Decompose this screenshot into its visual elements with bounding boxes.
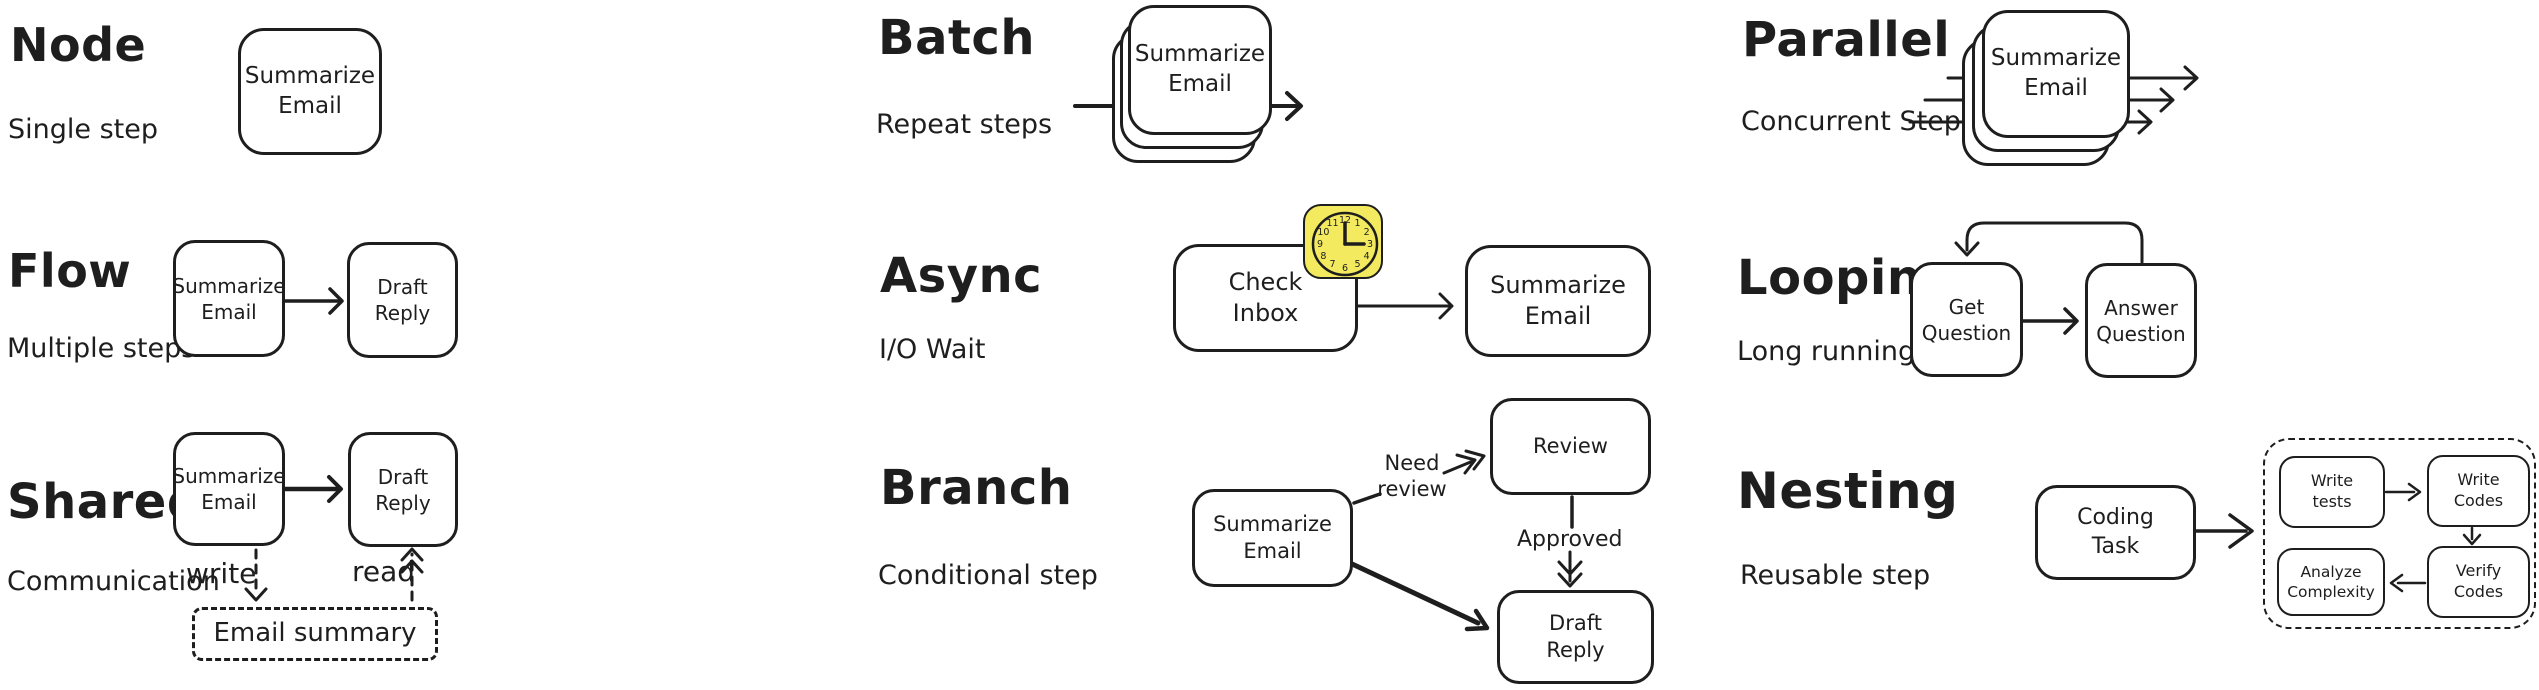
pattern-title-branch: Branch — [880, 460, 1073, 516]
shared-read-label: read — [352, 555, 416, 588]
branch-need-review-arrow — [1352, 449, 1486, 505]
clock-number: 8 — [1320, 251, 1326, 262]
clock-icon: 12 1 2 3 4 5 6 7 8 9 10 11 — [1303, 204, 1383, 279]
async-arrow — [1356, 292, 1454, 320]
branch-box-summarize-email: Summarize Email — [1192, 489, 1353, 587]
pattern-title-node: Node — [10, 18, 147, 72]
nesting-arrow — [2194, 513, 2254, 549]
nesting-box-write-tests: Write tests — [2279, 456, 2385, 528]
clock-number: 5 — [1354, 259, 1360, 270]
pattern-subtitle-batch: Repeat steps — [876, 109, 1053, 140]
clock-number: 3 — [1367, 239, 1373, 250]
pattern-subtitle-flow: Multiple steps — [7, 333, 196, 364]
shared-write-label: write — [186, 557, 257, 590]
parallel-box-summarize-email: Summarize Email — [1982, 10, 2130, 138]
pattern-subtitle-node: Single step — [8, 114, 158, 145]
pattern-subtitle-async: I/O Wait — [879, 334, 986, 365]
nesting-box-analyze-complexity: Analyze Complexity — [2277, 548, 2385, 616]
branch-direct-arrow — [1347, 560, 1490, 632]
pattern-title-batch: Batch — [878, 10, 1036, 66]
clock-number: 4 — [1364, 251, 1370, 262]
clock-number: 9 — [1317, 239, 1323, 250]
clock-number: 10 — [1317, 227, 1329, 238]
flow-box-summarize-email: Summarize Email — [172, 240, 286, 357]
flow-box-draft-reply: Draft Reply — [347, 242, 458, 358]
pattern-title-async: Async — [880, 248, 1043, 304]
pattern-subtitle-shared: Communication — [7, 566, 220, 597]
looping-box-get-question: Get Question — [1910, 262, 2023, 377]
pattern-title-shared: Shared — [7, 474, 202, 530]
branch-approved-label: Approved — [1517, 527, 1623, 552]
clock-number: 7 — [1329, 259, 1335, 270]
clock-number: 12 — [1339, 215, 1351, 226]
shared-read-arrow — [400, 547, 424, 602]
branch-approved-arrow — [1557, 495, 1583, 588]
looping-box-answer-question: Answer Question — [2085, 263, 2197, 378]
branch-box-review: Review — [1490, 398, 1651, 495]
pattern-subtitle-parallel: Concurrent Steps — [1741, 106, 1976, 137]
shared-arrow — [282, 475, 343, 503]
pattern-title-nesting: Nesting — [1737, 462, 1959, 520]
flow-arrow — [283, 287, 344, 315]
nesting-box-write-codes: Write Codes — [2427, 455, 2530, 527]
nesting-inner-arrows — [2384, 482, 2482, 593]
async-box-summarize-email: Summarize Email — [1465, 245, 1651, 357]
looping-arrow — [2021, 307, 2079, 335]
branch-need-review-label: Need review — [1377, 451, 1447, 502]
shared-store-email-summary: Email summary — [192, 607, 438, 661]
node-box-summarize-email: Summarize Email — [238, 28, 382, 155]
shared-box-draft-reply: Draft Reply — [348, 432, 458, 547]
pattern-title-flow: Flow — [8, 244, 132, 298]
nesting-box-verify-codes: Verify Codes — [2427, 546, 2530, 618]
pattern-subtitle-branch: Conditional step — [878, 560, 1098, 591]
clock-number: 11 — [1326, 218, 1338, 229]
looping-loopback-arrow — [1954, 221, 2144, 264]
nesting-dashed-container — [2263, 438, 2536, 629]
clock-number: 1 — [1354, 218, 1360, 229]
shared-write-arrow — [244, 548, 268, 602]
batch-box-summarize-email: Summarize Email — [1128, 5, 1272, 135]
nesting-box-coding-task: Coding Task — [2035, 485, 2196, 580]
branch-box-draft-reply: Draft Reply — [1497, 590, 1654, 684]
clock-number: 6 — [1342, 263, 1348, 274]
pattern-title-parallel: Parallel — [1742, 12, 1951, 68]
pattern-subtitle-nesting: Reusable step — [1740, 560, 1931, 591]
shared-box-summarize-email: Summarize Email — [172, 432, 286, 546]
clock-number: 2 — [1364, 227, 1370, 238]
